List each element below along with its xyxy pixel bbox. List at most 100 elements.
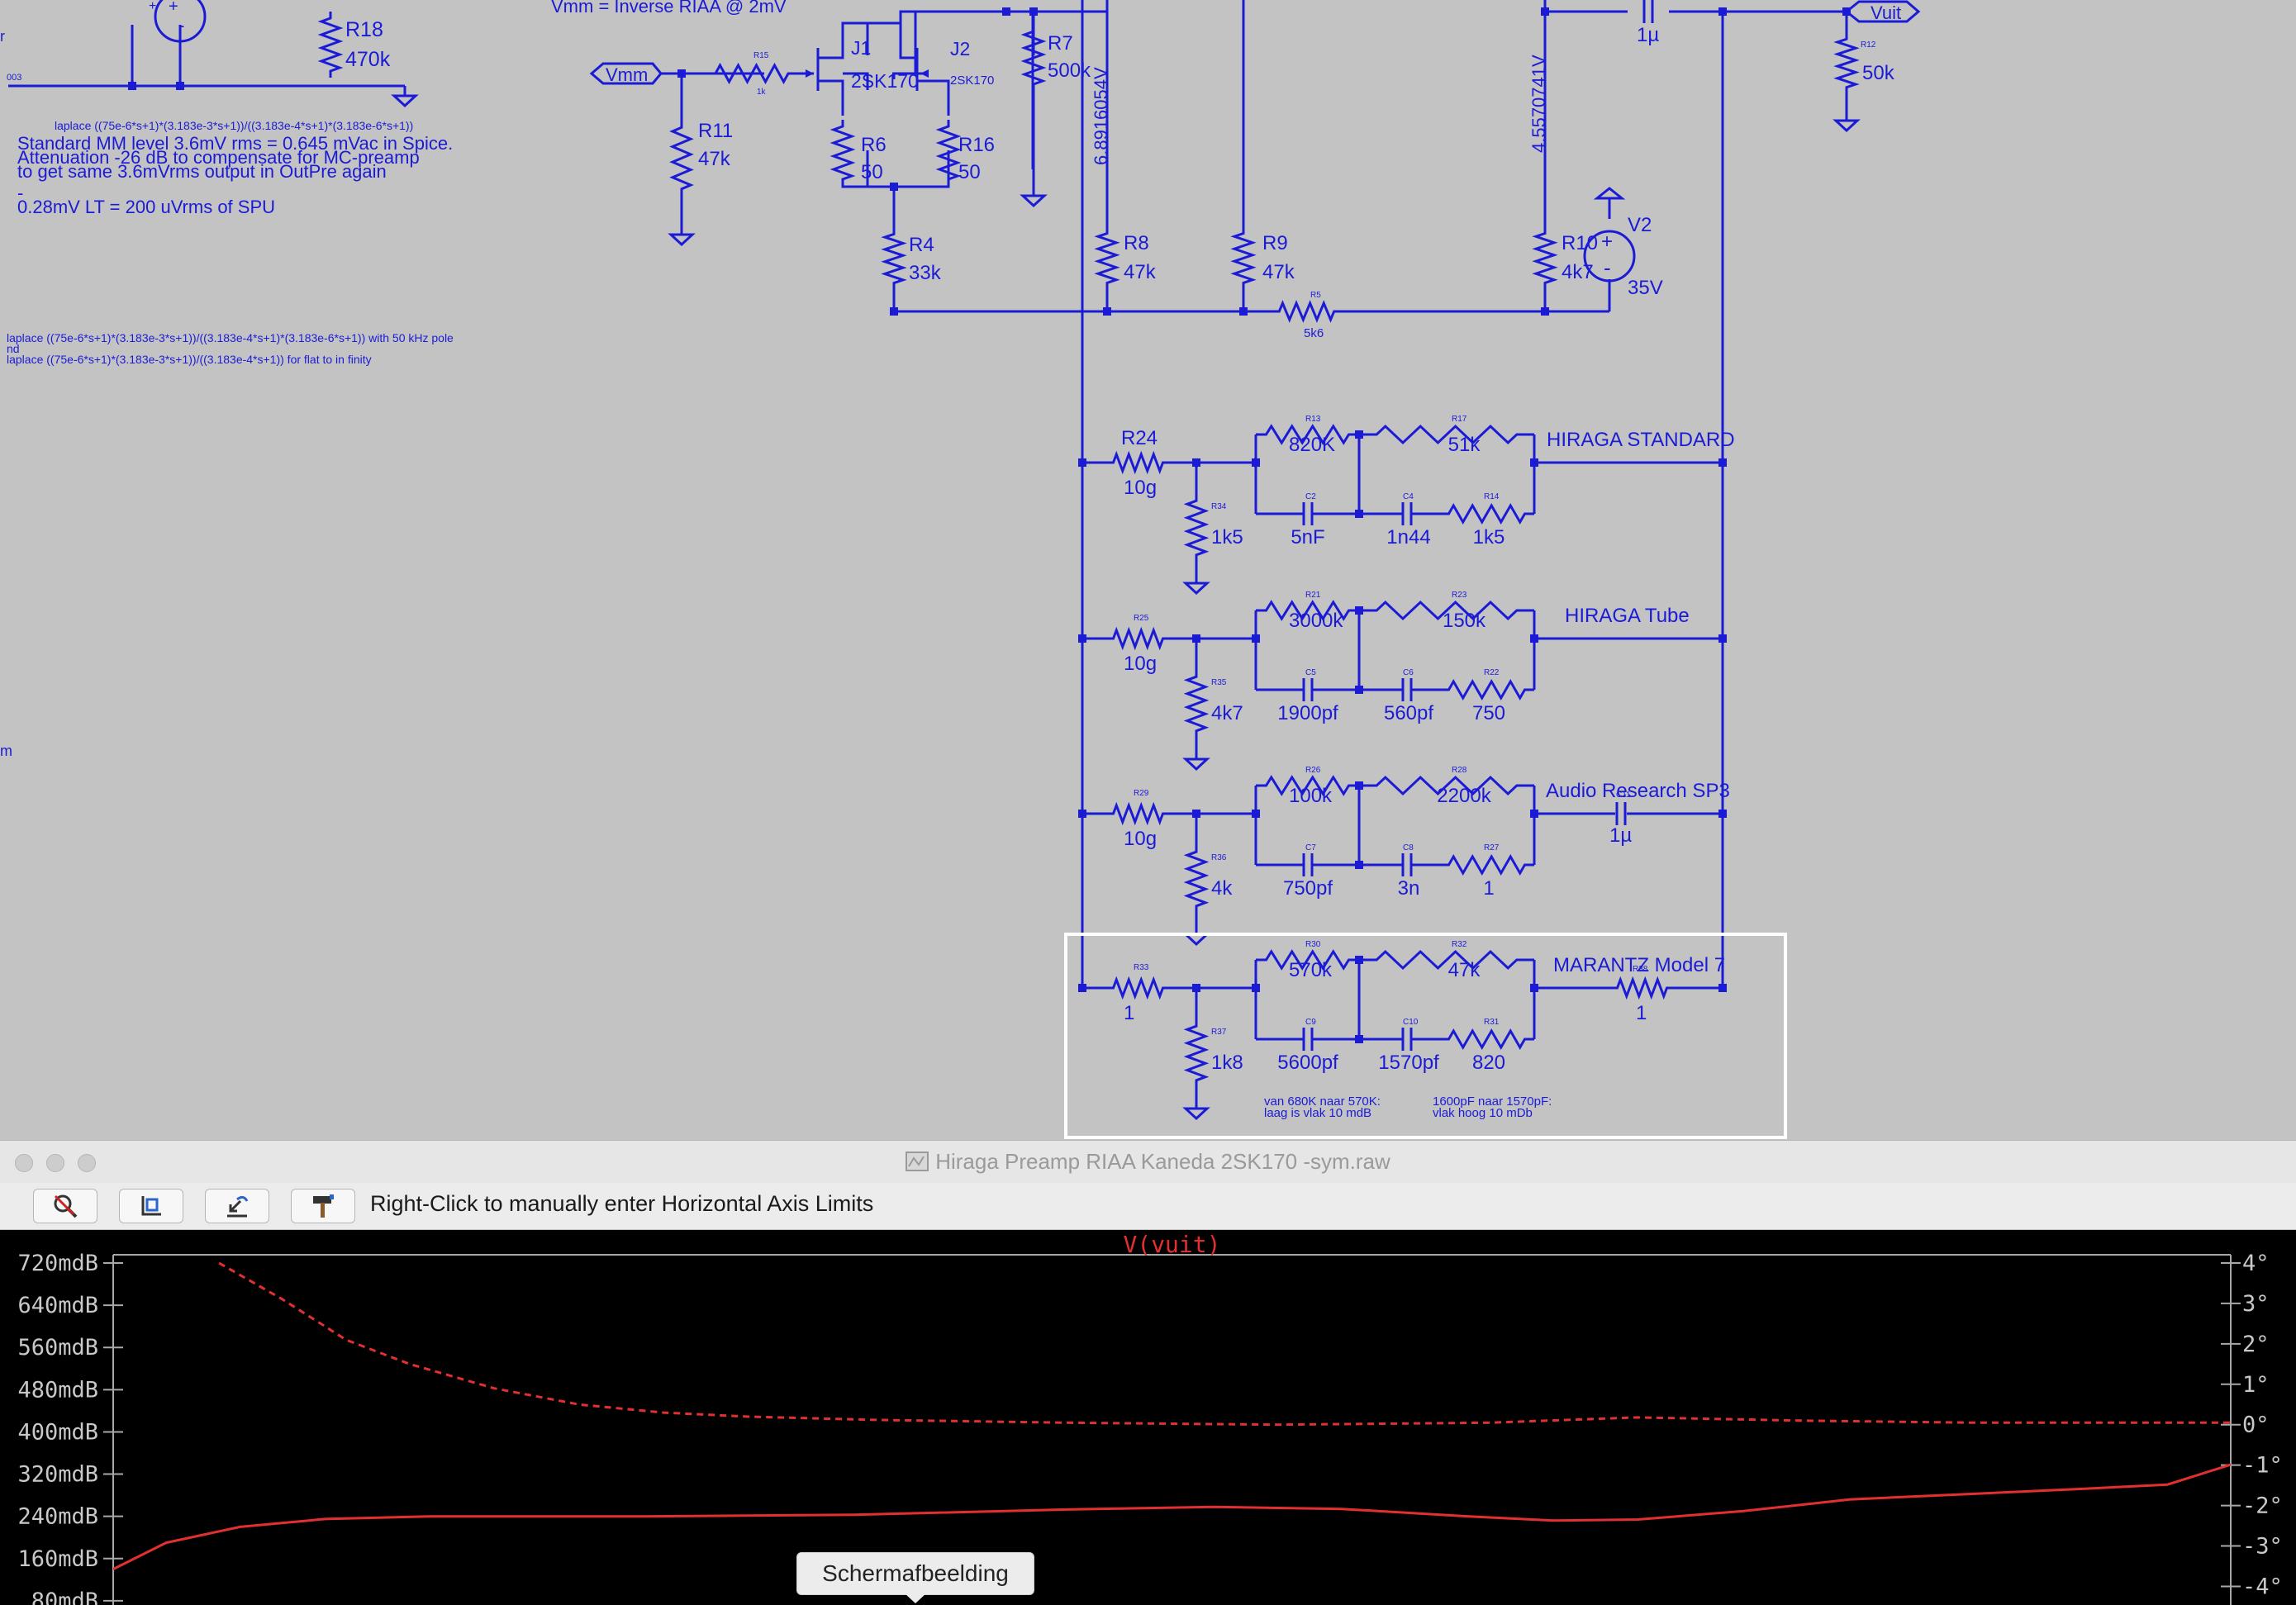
source-minus: -	[178, 15, 184, 36]
network-rc-value: 820	[1472, 1052, 1505, 1074]
network-cb-name: C6	[1403, 668, 1414, 677]
vuit-net-flag	[1844, 0, 1921, 23]
zoom-back-icon	[227, 1195, 249, 1218]
note-line: Attenuation -26 dB to compensate for MC-…	[17, 147, 420, 168]
toolbar-hint: Right-Click to manually enter Horizontal…	[370, 1191, 874, 1216]
network-output-resistor	[1611, 976, 1673, 1000]
ground-icon	[391, 86, 419, 108]
junction-dot	[1252, 810, 1260, 818]
network-rc-resistor	[1439, 502, 1534, 525]
window-titlebar[interactable]: Hiraga Preamp RIAA Kaneda 2SK170 -sym.ra…	[0, 1140, 2296, 1184]
left-tick-label: 720mdB	[17, 1251, 98, 1276]
plot-toolbar: Right-Click to manually enter Horizontal…	[0, 1183, 2296, 1230]
marantz-note: van 680K naar 570K:	[1264, 1095, 1381, 1109]
tooltip-arrow	[905, 1593, 926, 1603]
network-rc-resistor	[1439, 1028, 1534, 1051]
minimize-window-button[interactable]	[46, 1154, 64, 1172]
network-title: Audio Research SP3	[1546, 780, 1730, 802]
network-series-value: 1	[1124, 1002, 1134, 1024]
magnitude-trace	[113, 1463, 2231, 1570]
autorange-icon	[141, 1196, 161, 1216]
junction-dot	[128, 82, 136, 90]
right-tick-label: 0°	[2242, 1413, 2270, 1438]
network-title: MARANTZ Model 7	[1553, 954, 1725, 976]
source-plus: +	[169, 0, 178, 16]
wire	[1034, 0, 1109, 13]
junction-dot	[1078, 458, 1086, 467]
junction-dot	[1078, 810, 1086, 818]
r9-name: R9	[1262, 232, 1288, 254]
network-shunt-value: 4k	[1211, 877, 1233, 900]
r18-value: 470k	[345, 48, 391, 71]
ground-icon	[1020, 186, 1048, 208]
network-series-value: 10g	[1124, 477, 1157, 499]
hammer-button[interactable]	[291, 1189, 355, 1223]
close-window-button[interactable]	[15, 1154, 33, 1172]
network-ca-name: C9	[1305, 1018, 1316, 1027]
network-rb-resistor	[1359, 600, 1534, 621]
network-shunt-resistor	[1183, 845, 1210, 913]
network-cb-capacitor-icon	[1401, 678, 1413, 701]
network-ra-name: R13	[1305, 415, 1321, 424]
network-rc-resistor	[1439, 853, 1534, 876]
r4-value: 33k	[909, 262, 942, 284]
j2-name: J2	[950, 38, 970, 59]
source-plus-small: +	[149, 0, 156, 13]
network-series-name: R29	[1134, 789, 1149, 798]
note-line: -	[17, 183, 23, 203]
resistor-r5	[1272, 300, 1341, 323]
right-tick-label: 1°	[2242, 1372, 2270, 1398]
autorange-button[interactable]	[119, 1189, 183, 1223]
resistor-r11	[669, 120, 694, 197]
junction-dot	[1078, 984, 1086, 992]
network-shunt-name: R36	[1211, 853, 1227, 862]
zoom-window-button[interactable]	[78, 1154, 96, 1172]
network-title: HIRAGA Tube	[1565, 605, 1690, 627]
resistor-r16	[935, 120, 962, 186]
v2-value: 35V	[1628, 277, 1663, 299]
right-tick-label: 4°	[2242, 1251, 2270, 1276]
resistor-r6	[830, 120, 856, 186]
v2-minus: -	[1604, 255, 1611, 280]
network-rc-value: 1	[1483, 877, 1494, 900]
network-cb-value: 560pf	[1384, 702, 1433, 724]
junction-dot	[890, 183, 898, 191]
network-shunt-value: 1k5	[1211, 526, 1243, 548]
zoom-back-button[interactable]	[205, 1189, 269, 1223]
r10-name: R10	[1562, 232, 1598, 254]
junction-dot	[1718, 984, 1727, 992]
junction-dot	[1718, 458, 1727, 467]
network-rb-resistor	[1359, 424, 1534, 445]
marantz-note: vlak hoog 10 mDb	[1433, 1106, 1533, 1120]
resistor-r12	[1833, 33, 1860, 93]
laplace-note: laplace ((75e-6*s+1)*(3.183e-3*s+1))/((3…	[55, 119, 413, 132]
left-tick-label: 240mdB	[17, 1504, 98, 1530]
network-ca-value: 750pf	[1283, 877, 1333, 900]
wire	[841, 185, 868, 188]
vmm-label: Vmm	[606, 64, 648, 85]
network-rc-name: R31	[1484, 1018, 1500, 1027]
network-ra-name: R26	[1305, 766, 1321, 775]
r15-value: 1k	[757, 88, 767, 97]
r6-name: R6	[861, 134, 887, 156]
ground-icon	[1182, 749, 1210, 772]
vmm-note: Vmm = Inverse RIAA @ 2mV	[551, 0, 787, 17]
resistor-r9	[1230, 227, 1257, 289]
network-rb-name: R28	[1452, 766, 1467, 775]
network-ca-capacitor-icon	[1302, 502, 1314, 525]
r5-name: R5	[1310, 291, 1321, 300]
zoom-cancel-button[interactable]	[33, 1189, 97, 1223]
marantz-note: 1600pF naar 1570pF:	[1433, 1095, 1552, 1109]
network-series-value: 10g	[1124, 653, 1157, 675]
j1-value: 2SK170	[851, 70, 919, 92]
jfet-j1-icon	[806, 21, 868, 116]
waveform-plot-svg[interactable]: V(vuit)720mdB640mdB560mdB480mdB400mdB320…	[0, 1230, 2296, 1605]
network-shunt-name: R35	[1211, 678, 1227, 687]
network-ra-value: 3000k	[1289, 610, 1343, 632]
r12-name: R12	[1861, 40, 1876, 50]
left-tick-label: 320mdB	[17, 1462, 98, 1488]
r15-name: R15	[753, 51, 769, 60]
